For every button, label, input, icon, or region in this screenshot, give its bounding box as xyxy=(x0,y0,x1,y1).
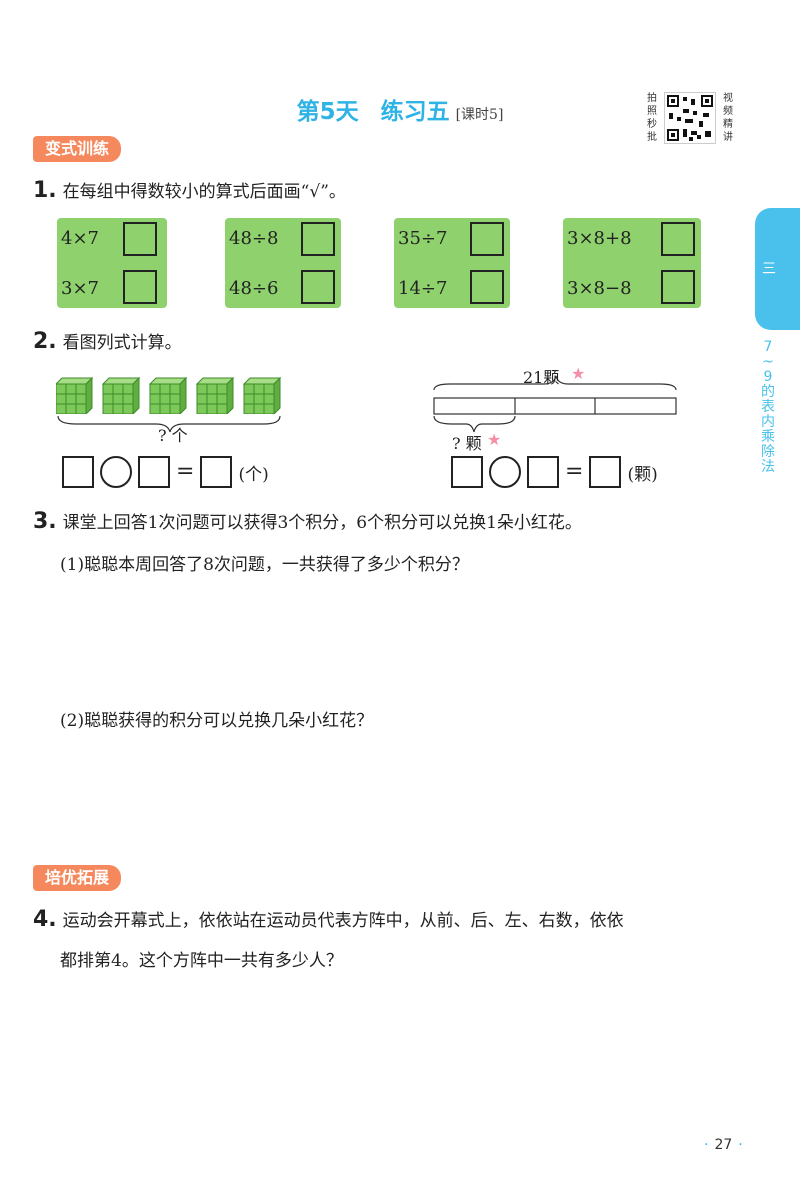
part-label: ? 颗 xyxy=(452,434,482,453)
question-text-line-2: 都排第4。这个方阵中一共有多少人？ xyxy=(60,951,343,971)
answer-box[interactable] xyxy=(200,456,233,488)
answer-box[interactable] xyxy=(62,456,94,488)
qr-right-text: 视频精讲 xyxy=(723,93,733,143)
question-1: 1.在每组中得数较小的算式后面画“√”。 xyxy=(33,177,346,203)
answer-box[interactable] xyxy=(589,456,622,488)
equals-sign: = xyxy=(565,459,584,484)
question-2: 2.看图列式计算。 xyxy=(33,328,182,354)
page-title: 第5天练习五 [课时5] xyxy=(0,92,800,126)
unit-label: (个) xyxy=(238,464,269,485)
qr-code-icon[interactable] xyxy=(664,92,716,144)
answer-checkbox[interactable] xyxy=(661,222,695,256)
equals-sign: = xyxy=(176,459,195,484)
lesson-number: [课时5] xyxy=(455,107,504,123)
chapter-tab[interactable] xyxy=(755,208,800,330)
answer-checkbox[interactable] xyxy=(123,222,157,256)
question-number: 3. xyxy=(33,509,57,534)
cube-icon xyxy=(148,376,188,414)
section-tag-extension: 培优拓展 xyxy=(33,865,122,891)
expression-a: 4×7 xyxy=(61,228,99,249)
comparison-group-4: 3×8+8 3×8−8 xyxy=(563,218,701,308)
answer-checkbox[interactable] xyxy=(470,270,504,304)
question-number: 2. xyxy=(33,329,57,354)
expression-a: 3×8+8 xyxy=(567,228,632,249)
question-3: 3.课堂上回答1次问题可以获得3个积分，6个积分可以兑换1朵小红花。 xyxy=(33,508,582,534)
answer-equation-left: = (个) xyxy=(62,456,269,488)
answer-checkbox[interactable] xyxy=(123,270,157,304)
answer-checkbox[interactable] xyxy=(301,222,335,256)
answer-checkbox[interactable] xyxy=(301,270,335,304)
section-tag-variant-training: 变式训练 xyxy=(33,136,122,162)
qr-left-text: 拍照秒批 xyxy=(647,93,657,143)
question-text: 看图列式计算。 xyxy=(62,333,182,353)
cube-icon xyxy=(195,376,235,414)
cube-icon xyxy=(242,376,281,414)
total-label: 21颗 xyxy=(523,368,560,387)
answer-box[interactable] xyxy=(138,456,170,488)
cube-icon xyxy=(101,376,141,414)
answer-box[interactable] xyxy=(527,456,559,488)
operator-circle[interactable] xyxy=(100,456,132,488)
star-icon: ★ xyxy=(487,430,502,449)
expression-b: 3×8−8 xyxy=(567,278,632,299)
brace-label: ? 个 xyxy=(158,426,188,445)
expression-a: 35÷7 xyxy=(398,228,448,249)
qr-block: 拍照秒批 视频精讲 xyxy=(646,92,734,144)
bottom-brace xyxy=(57,415,281,433)
unit-label: (颗) xyxy=(627,464,658,485)
answer-equation-right: = (颗) xyxy=(451,456,658,488)
question-text: 课堂上回答1次问题可以获得3个积分，6个积分可以兑换1朵小红花。 xyxy=(62,513,582,533)
operator-circle[interactable] xyxy=(489,456,521,488)
cube-icon xyxy=(56,376,94,414)
expression-b: 3×7 xyxy=(61,278,99,299)
comparison-group-2: 48÷8 48÷6 xyxy=(225,218,341,308)
expression-b: 14÷7 xyxy=(398,278,448,299)
question-number: 1. xyxy=(33,178,57,203)
question-number: 4. xyxy=(33,907,57,932)
question-4: 4.运动会开幕式上，依依站在运动员代表方阵中，从前、后、左、右数，依依 xyxy=(33,906,624,932)
cube-group-illustration xyxy=(56,376,281,414)
question-3-part-1: (1)聪聪本周回答了8次问题，一共获得了多少个积分？ xyxy=(60,555,469,575)
comparison-group-1: 4×7 3×7 xyxy=(57,218,167,308)
question-3-part-2: (2)聪聪获得的积分可以兑换几朵小红花？ xyxy=(60,711,374,731)
lesson-title: 练习五 xyxy=(380,99,450,125)
expression-b: 48÷6 xyxy=(229,278,279,299)
expression-a: 48÷8 xyxy=(229,228,279,249)
bar-diagram xyxy=(433,375,677,433)
answer-box[interactable] xyxy=(451,456,483,488)
answer-checkbox[interactable] xyxy=(470,222,504,256)
answer-checkbox[interactable] xyxy=(661,270,695,304)
question-text-line-1: 运动会开幕式上，依依站在运动员代表方阵中，从前、后、左、右数，依依 xyxy=(62,911,624,931)
day-label: 第5天 xyxy=(296,99,359,125)
page-number: ·27· xyxy=(704,1137,743,1153)
comparison-group-3: 35÷7 14÷7 xyxy=(394,218,510,308)
question-text: 在每组中得数较小的算式后面画“√”。 xyxy=(62,182,346,202)
star-icon: ★ xyxy=(571,364,586,383)
chapter-number: 三 xyxy=(762,261,776,277)
